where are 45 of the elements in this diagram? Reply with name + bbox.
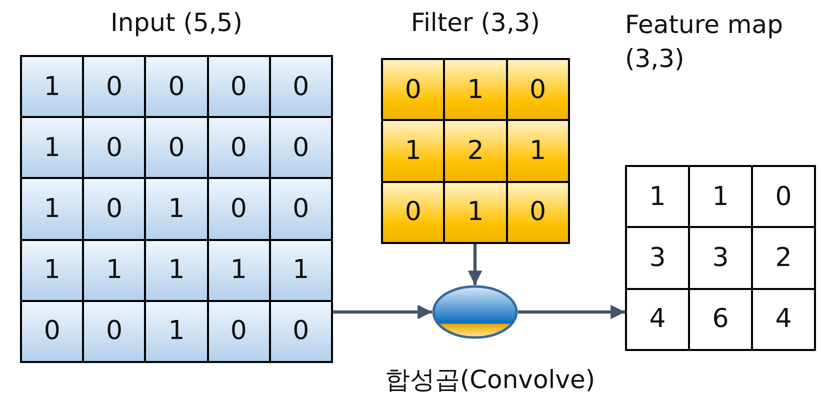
matrix-title: Filter (3,3)	[410, 7, 542, 39]
matrix-cell: 4	[625, 288, 690, 351]
matrix-cell: 0	[206, 300, 271, 363]
matrix-cell: 0	[144, 55, 209, 118]
matrix-cell: 1	[443, 58, 508, 122]
matrix-cell: 0	[751, 165, 816, 228]
matrix-cell: 4	[751, 288, 816, 351]
matrix-cell: 0	[268, 300, 333, 363]
arrow	[468, 244, 482, 285]
matrix-cell: 0	[82, 177, 146, 241]
matrix-cell: 1	[20, 177, 84, 241]
matrix-cell: 1	[443, 180, 508, 244]
matrix-cell: 1	[20, 116, 84, 180]
matrix-cell: 0	[268, 177, 333, 241]
matrix-cell: 0	[20, 300, 84, 363]
operation-label: 합성곱(Convolve)	[384, 364, 596, 396]
matrix-cell: 0	[381, 180, 446, 244]
matrix-cell: 1	[20, 55, 84, 118]
matrix-cell: 1	[381, 119, 446, 183]
matrix-cell: 2	[443, 119, 508, 183]
matrix-title: Feature map (3,3)	[625, 9, 784, 75]
matrix-cell: 0	[506, 58, 570, 122]
matrix-cell: 0	[206, 116, 271, 180]
arrow	[333, 304, 432, 320]
matrix-cell: 1	[206, 238, 271, 302]
matrix-cell: 1	[268, 238, 333, 302]
matrix-cell: 1	[506, 119, 570, 183]
matrix-title: Input (5,5)	[110, 7, 244, 39]
matrix-cell: 0	[506, 180, 570, 244]
matrix-cell: 0	[206, 55, 271, 118]
matrix-cell: 0	[381, 58, 446, 122]
matrix-cell: 0	[82, 116, 146, 180]
matrix-cell: 1	[20, 238, 84, 302]
matrix-cell: 0	[268, 55, 333, 118]
matrix-cell: 1	[144, 177, 209, 241]
matrix-cell: 0	[206, 177, 271, 241]
matrix-cell: 0	[82, 55, 146, 118]
matrix-cell: 0	[268, 116, 333, 180]
matrix-cell: 1	[625, 165, 690, 228]
matrix-cell: 1	[144, 238, 209, 302]
matrix-cell: 0	[82, 300, 146, 363]
matrix-cell: 1	[82, 238, 146, 302]
matrix-cell: 0	[144, 116, 209, 180]
arrow	[518, 304, 625, 320]
matrix-cell: 1	[144, 300, 209, 363]
